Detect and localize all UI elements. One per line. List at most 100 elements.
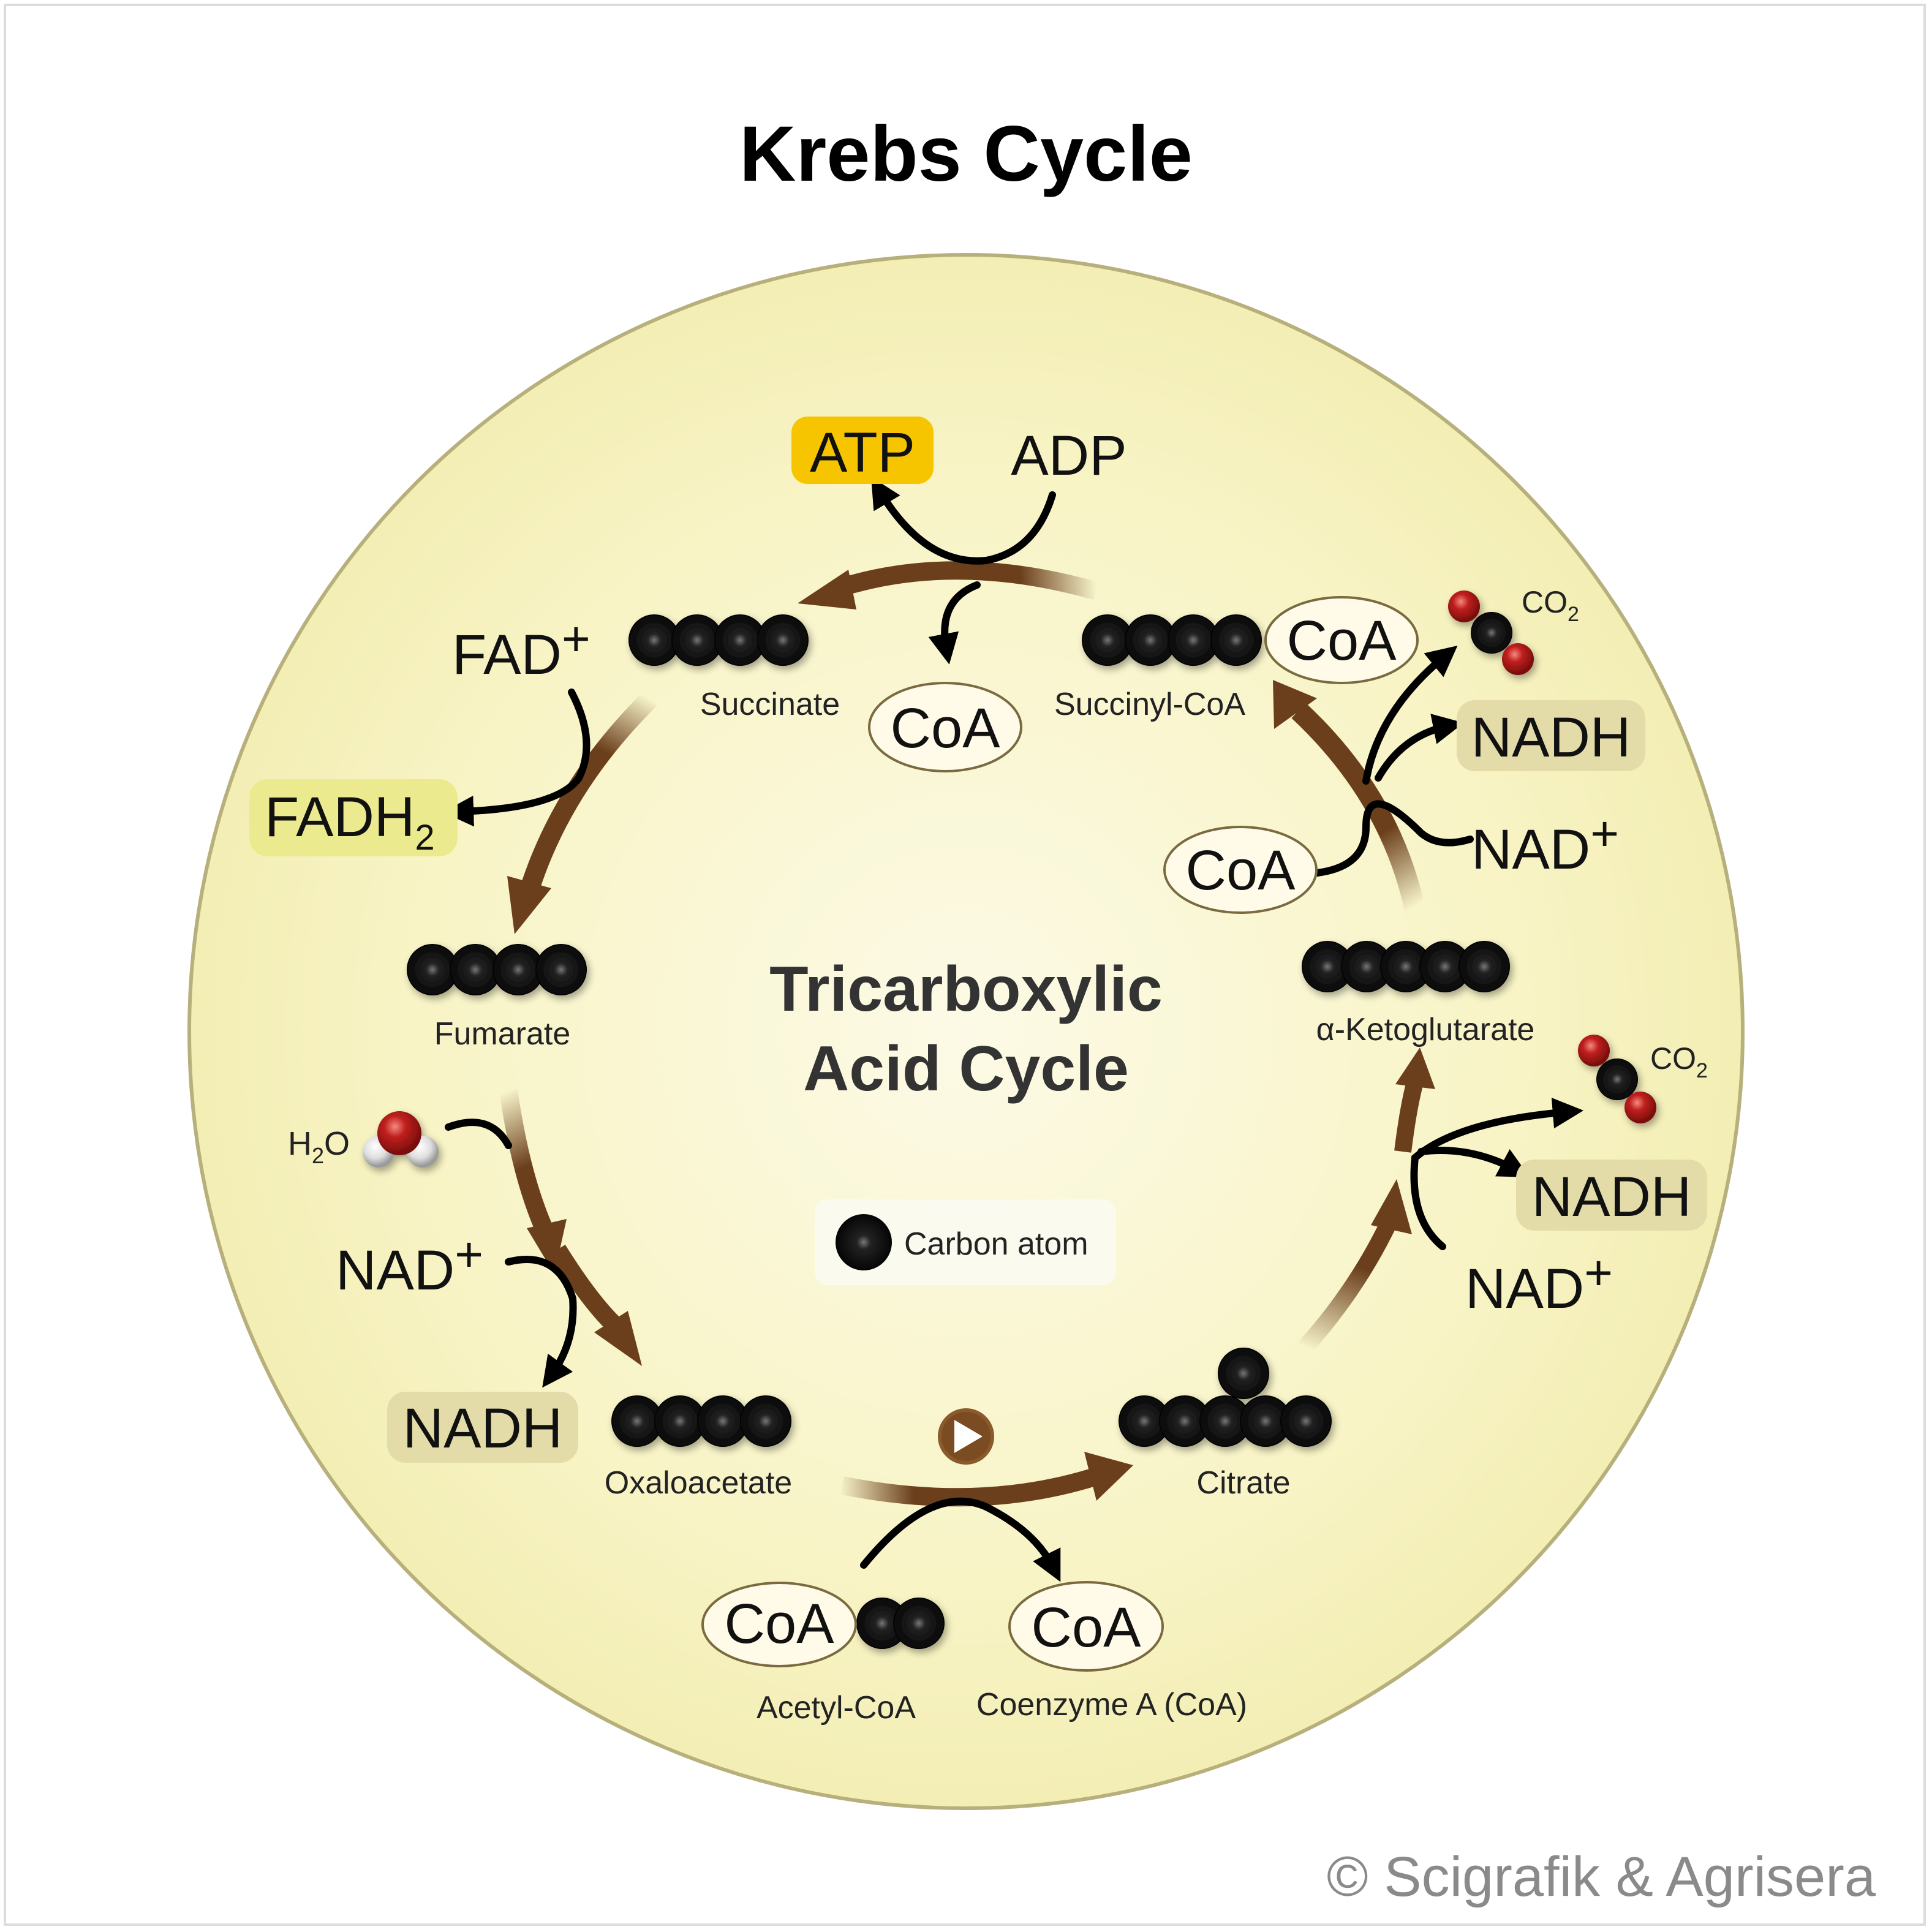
label-succinate: Succinate xyxy=(700,687,840,722)
center-title-line2: Acid Cycle xyxy=(803,1033,1129,1104)
subscript-2: 2 xyxy=(312,1143,324,1168)
co2-label-upper: CO2 xyxy=(1522,585,1579,626)
subscript-2: 2 xyxy=(1696,1059,1708,1082)
nadh-label-malate-step: NADH xyxy=(403,1397,563,1460)
arrow-fad-to-fadh2 xyxy=(442,689,591,827)
label-citrate: Citrate xyxy=(1196,1465,1290,1501)
nad-plus-label-akg-step: NAD+ xyxy=(1471,806,1619,881)
co-text: CO xyxy=(1650,1041,1696,1076)
label-succinyl-coa: Succinyl-CoA xyxy=(1054,687,1245,722)
superscript-plus: + xyxy=(455,1227,483,1281)
center-title-line1: Tricarboxylic xyxy=(769,954,1163,1025)
co-text: CO xyxy=(1522,585,1568,619)
subscript-2: 2 xyxy=(1568,603,1579,626)
legend: Carbon atom xyxy=(815,1199,1116,1285)
fadh2-highlight xyxy=(249,779,458,856)
oxaloacetate-carbon-atom xyxy=(697,1395,749,1447)
oxaloacetate-carbon-atom xyxy=(611,1395,663,1447)
alpha-ketoglutarate-carbon-atom xyxy=(1341,941,1392,992)
alpha-ketoglutarate-carbon-atom xyxy=(1302,941,1353,992)
alpha-ketoglutarate-carbon-atom xyxy=(1458,941,1510,992)
superscript-plus: + xyxy=(562,611,591,666)
acetyl-coa-carbon-atom xyxy=(893,1598,945,1649)
legend-label: Carbon atom xyxy=(904,1226,1089,1262)
succinate-carbon-atom xyxy=(628,614,680,666)
coa-badge-succinylcoa: CoA xyxy=(1264,596,1419,684)
fadh2-label: FADH2 xyxy=(265,786,435,858)
succinate-carbon-atom xyxy=(714,614,766,666)
coa-badge-released-succinate: CoA xyxy=(868,682,1022,772)
legend-carbon-icon xyxy=(836,1214,892,1270)
h2o-label: H2O xyxy=(288,1125,350,1168)
acetyl-coa-carbon-atom xyxy=(856,1598,908,1649)
nadh-highlight-malate-step xyxy=(387,1392,578,1463)
label-oxaloacetate: Oxaloacetate xyxy=(605,1465,792,1501)
superscript-plus: + xyxy=(1584,1245,1613,1300)
label-fumarate: Fumarate xyxy=(434,1016,571,1052)
co2-molecule-icon-lower xyxy=(1578,1035,1656,1123)
nad-text: NAD xyxy=(1465,1258,1584,1320)
succinyl-coa-carbon-atom xyxy=(1125,614,1176,666)
nad-text: NAD xyxy=(1471,818,1590,881)
nad-plus-label-malate-step: NAD+ xyxy=(336,1227,483,1302)
arrow-citrate-to-ketoglutarate xyxy=(1298,1047,1435,1354)
fad-plus-label: FAD+ xyxy=(452,611,591,686)
nadh-highlight-citrate-step xyxy=(1516,1160,1707,1231)
oxaloacetate-carbon-atom xyxy=(654,1395,706,1447)
arrow-h2o-in xyxy=(445,1119,512,1149)
superscript-plus: + xyxy=(1590,806,1619,861)
subscript-2: 2 xyxy=(415,818,434,858)
atp-highlight xyxy=(791,417,934,484)
label-acetyl-coa: Acetyl-CoA xyxy=(757,1690,916,1726)
fumarate-carbon-atom xyxy=(450,944,501,995)
citrate-carbon-atom xyxy=(1119,1395,1170,1447)
carbon-chains xyxy=(407,614,1510,1649)
coa-label: CoA xyxy=(891,697,1001,760)
succinate-carbon-atom xyxy=(757,614,809,666)
alpha-ketoglutarate-carbon-atom xyxy=(1419,941,1471,992)
arrow-coa-in-akg-step xyxy=(1313,800,1474,877)
fumarate-carbon-atom xyxy=(492,944,544,995)
atp-label: ATP xyxy=(810,421,915,484)
play-button[interactable] xyxy=(938,1408,994,1465)
arrow-coa-released-succinate-step xyxy=(928,581,981,665)
arrow-nadh-out-akg-step xyxy=(1375,714,1464,782)
arrow-oxaloacetate-to-citrate xyxy=(840,1452,1133,1507)
succinyl-coa-carbon-atom xyxy=(1210,614,1262,666)
nadh-highlight-akg-step xyxy=(1457,700,1645,771)
arrow-nad-to-nadh xyxy=(505,1256,577,1388)
nadh-label-akg-step: NADH xyxy=(1471,706,1631,769)
arrow-fumarate-to-oxaloacetate xyxy=(499,1089,642,1366)
label-coenzyme-a: Coenzyme A (CoA) xyxy=(976,1687,1247,1723)
coa-badge-released-citrate: CoA xyxy=(1008,1581,1164,1672)
arrow-co2-out-akg-step xyxy=(1362,646,1458,785)
label-alpha-ketoglutarate: α-Ketoglutarate xyxy=(1316,1012,1535,1047)
h-text: H xyxy=(288,1125,312,1162)
coa-label: CoA xyxy=(1287,609,1397,672)
coa-label: CoA xyxy=(1186,839,1296,902)
succinate-carbon-atom xyxy=(671,614,723,666)
citrate-carbon-atom xyxy=(1159,1395,1210,1447)
succinyl-coa-carbon-atom xyxy=(1082,614,1133,666)
coa-label: CoA xyxy=(725,1593,835,1655)
arrow-adp-to-atp xyxy=(871,477,1056,565)
nadh-label-citrate-step: NADH xyxy=(1532,1166,1692,1228)
co2-molecule-icon-upper xyxy=(1448,591,1534,675)
fumarate-carbon-atom xyxy=(535,944,587,995)
play-icon xyxy=(954,1420,983,1453)
citrate-carbon-atom xyxy=(1240,1395,1291,1447)
coa-label: CoA xyxy=(1032,1596,1142,1659)
arrow-succinylcoa-to-succinate xyxy=(798,561,1100,609)
co2-label-lower: CO2 xyxy=(1650,1041,1708,1082)
image-frame xyxy=(4,4,1926,1926)
arrow-nadh-out-citrate-step xyxy=(1417,1147,1530,1177)
page-title: Krebs Cycle xyxy=(739,110,1193,198)
arrow-succinate-to-fumarate xyxy=(507,691,658,934)
o-text: O xyxy=(324,1125,350,1162)
fadh-text: FADH xyxy=(265,786,415,848)
succinyl-coa-carbon-atom xyxy=(1168,614,1219,666)
arrow-acetylcoa-in xyxy=(860,1497,1061,1582)
reaction-arrows xyxy=(442,477,1584,1582)
alpha-ketoglutarate-carbon-atom xyxy=(1380,941,1432,992)
